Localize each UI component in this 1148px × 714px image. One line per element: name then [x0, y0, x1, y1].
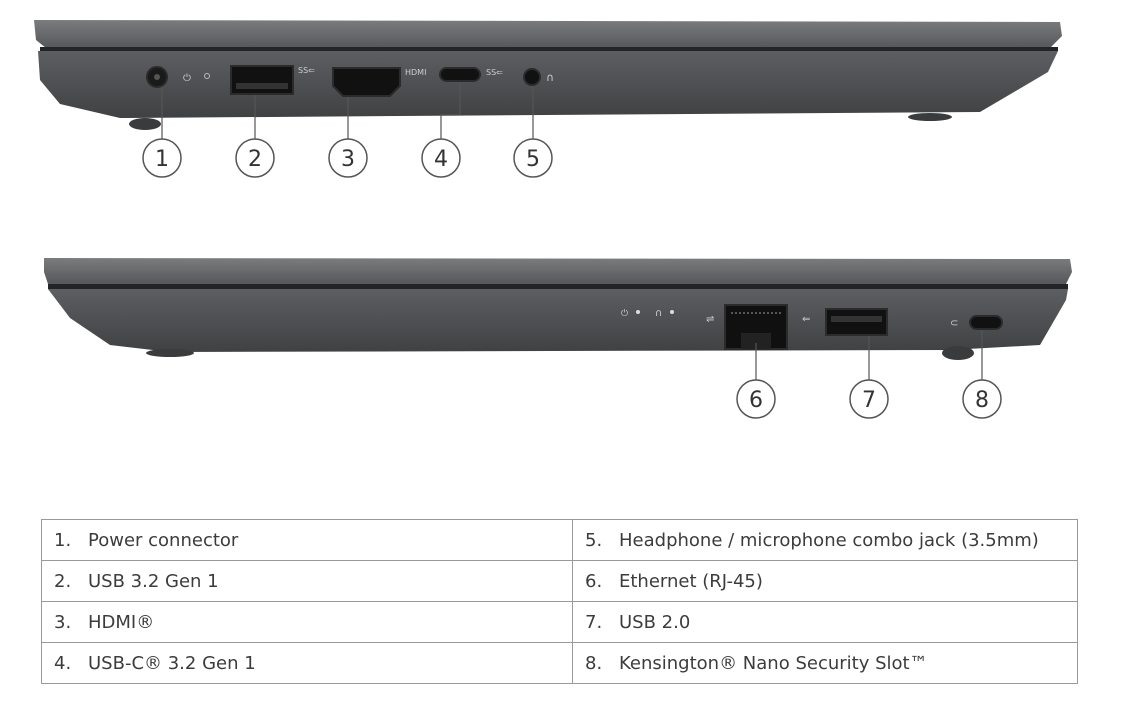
- legend-cell: 5. Headphone / microphone combo jack (3.5…: [572, 519, 1078, 561]
- usb-2-0-tongue: [831, 316, 882, 322]
- legend-label: HDMI®: [88, 611, 155, 633]
- legend-number: 7.: [585, 611, 603, 633]
- left-side-view: ⏻ SS⇐ HDMI SS⇐ ∩: [34, 20, 1062, 130]
- legend-label: Ethernet (RJ-45): [619, 570, 763, 592]
- right-side-lid: [44, 258, 1072, 284]
- hdmi-label: HDMI: [405, 68, 426, 77]
- usb-c-port: [439, 67, 481, 82]
- callout-7-label: 7: [862, 388, 876, 413]
- legend-label: USB 3.2 Gen 1: [88, 570, 219, 592]
- callout-8: 8: [962, 379, 1002, 419]
- usb-icon: ⇐: [802, 314, 810, 325]
- callout-4-label: 4: [434, 147, 448, 172]
- legend-number: 3.: [54, 611, 72, 633]
- power-status-icon: ⏻: [621, 308, 628, 319]
- callout-1: 1: [142, 138, 182, 178]
- table-row: 2. USB 3.2 Gen 1 6. Ethernet (RJ-45): [41, 560, 1078, 602]
- ethernet-port-latch: [741, 333, 771, 349]
- right-side-leader-lines: [755, 330, 983, 380]
- usb-c-ss-label: SS⇐: [486, 68, 503, 77]
- callout-3-label: 3: [341, 147, 355, 172]
- power-connector-pin: [154, 74, 160, 80]
- legend-number: 8.: [585, 652, 603, 674]
- callout-2-label: 2: [248, 147, 262, 172]
- leader-line-4: [440, 82, 461, 139]
- left-side-seam: [40, 47, 1058, 51]
- table-row: 3. HDMI® 7. USB 2.0: [41, 601, 1078, 643]
- left-side-front-foot: [129, 118, 161, 130]
- legend-cell: 3. HDMI®: [41, 601, 573, 643]
- legend-cell: 8. Kensington® Nano Security Slot™: [572, 642, 1078, 684]
- legend-cell: 7. USB 2.0: [572, 601, 1078, 643]
- legend-number: 4.: [54, 652, 72, 674]
- usb-a-3-2-port: [230, 65, 294, 95]
- legend-number: 5.: [585, 529, 603, 551]
- legend-label: Power connector: [88, 529, 239, 551]
- left-side-lid: [34, 20, 1062, 48]
- left-side-leader-lines: [161, 82, 534, 139]
- callout-1-label: 1: [155, 147, 169, 172]
- callout-8-label: 8: [975, 388, 989, 413]
- headset-status-led: [670, 310, 674, 314]
- usb-a-3-2-tongue: [236, 83, 288, 89]
- security-slot: [969, 315, 1003, 330]
- right-side-seam: [48, 284, 1068, 289]
- port-legend-table: 1. Power connector 5. Headphone / micropho…: [41, 519, 1078, 684]
- callout-4: 4: [421, 138, 461, 178]
- legend-cell: 2. USB 3.2 Gen 1: [41, 560, 573, 602]
- legend-cell: 1. Power connector: [41, 519, 573, 561]
- left-side-body: [38, 51, 1058, 118]
- legend-cell: 6. Ethernet (RJ-45): [572, 560, 1078, 602]
- legend-number: 6.: [585, 570, 603, 592]
- hdmi-port: [332, 67, 401, 97]
- right-side-rear-foot: [942, 346, 974, 360]
- callout-3: 3: [328, 138, 368, 178]
- legend-cell: 4. USB-C® 3.2 Gen 1: [41, 642, 573, 684]
- right-side-body: [48, 289, 1068, 352]
- table-row: 1. Power connector 5. Headphone / micropho…: [41, 519, 1078, 561]
- legend-label: Kensington® Nano Security Slot™: [619, 652, 928, 674]
- right-side-front-foot: [146, 349, 194, 357]
- right-side-view: ⏻ ∩ ⇌ ⇐ ⊂: [44, 258, 1072, 360]
- callout-7: 7: [849, 379, 889, 419]
- callout-5: 5: [513, 138, 553, 178]
- legend-number: 2.: [54, 570, 72, 592]
- legend-label: Headphone / microphone combo jack (3.5mm…: [619, 529, 1039, 551]
- power-status-led: [636, 310, 640, 314]
- power-plug-icon: ⏻: [183, 73, 191, 84]
- legend-number: 1.: [54, 529, 72, 551]
- audio-combo-jack: [523, 68, 541, 86]
- laptop-side-views-diagram: ⏻ SS⇐ HDMI SS⇐ ∩ 1 2 3 4: [34, 20, 1072, 419]
- callout-6-label: 6: [749, 388, 763, 413]
- left-side-rear-foot: [908, 113, 952, 121]
- charge-indicator-led: [204, 73, 210, 79]
- callout-6: 6: [736, 379, 776, 419]
- legend-label: USB-C® 3.2 Gen 1: [88, 652, 256, 674]
- legend-label: USB 2.0: [619, 611, 691, 633]
- callout-2: 2: [235, 138, 275, 178]
- callout-5-label: 5: [526, 147, 540, 172]
- headset-status-icon: ∩: [655, 308, 662, 319]
- table-row: 4. USB-C® 3.2 Gen 1 8. Kensington® Nano Se…: [41, 642, 1078, 684]
- usb-a-ss-label: SS⇐: [298, 66, 315, 75]
- ethernet-icon: ⇌: [706, 314, 714, 325]
- lock-icon: ⊂: [950, 318, 958, 329]
- headphone-icon: ∩: [546, 71, 554, 84]
